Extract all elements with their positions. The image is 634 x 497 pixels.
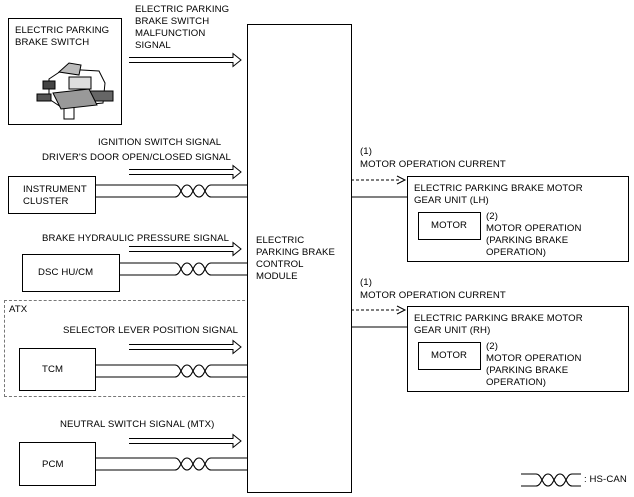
lh-num1: (1) [360,146,373,157]
tcm-label: TCM [42,364,64,375]
parking-brake-switch-box: ELECTRIC PARKING BRAKE SWITCH [8,18,122,125]
neutral-signal-label: NEUTRAL SWITCH SIGNAL (MTX) [60,419,215,430]
lh-operation-label: MOTOR OPERATION (PARKING BRAKE OPERATION… [486,223,582,258]
lh-gear-unit-label: ELECTRIC PARKING BRAKE MOTOR GEAR UNIT (… [414,183,583,206]
selector-signal-label: SELECTOR LEVER POSITION SIGNAL [63,325,239,336]
lh-motor-box: MOTOR [418,212,481,240]
rh-operation-label: MOTOR OPERATION (PARKING BRAKE OPERATION… [486,353,582,388]
brake-pressure-signal-label: BRAKE HYDRAULIC PRESSURE SIGNAL [42,233,230,244]
rh-gear-unit-box: ELECTRIC PARKING BRAKE MOTOR GEAR UNIT (… [407,306,629,392]
lh-gear-unit-box: ELECTRIC PARKING BRAKE MOTOR GEAR UNIT (… [407,176,629,262]
rh-num2: (2) [486,341,499,352]
lh-num2: (2) [486,211,499,222]
control-module-label: ELECTRIC PARKING BRAKE CONTROL MODULE [256,235,335,282]
rh-motor-label: MOTOR [431,350,468,361]
rh-motor-box: MOTOR [418,342,481,370]
pcm-box: PCM [19,442,96,486]
instrument-cluster-label: INSTRUMENT CLUSTER [23,184,87,207]
rh-current-label: MOTOR OPERATION CURRENT [360,290,506,301]
dsc-box: DSC HU/CM [22,254,120,292]
lh-current-label: MOTOR OPERATION CURRENT [360,159,506,170]
tcm-box: TCM [19,348,96,391]
hs-can-legend-label: : HS-CAN [584,474,627,485]
pcm-label: PCM [42,459,64,470]
switch-box-label: ELECTRIC PARKING BRAKE SWITCH [15,25,110,48]
door-signal-label: DRIVER'S DOOR OPEN/CLOSED SIGNAL [42,152,231,163]
dsc-label: DSC HU/CM [38,267,94,278]
ignition-signal-label: IGNITION SWITCH SIGNAL [98,137,222,148]
instrument-cluster-box: INSTRUMENT CLUSTER [8,176,96,214]
atx-label: ATX [9,304,28,315]
lh-motor-label: MOTOR [431,220,468,231]
rh-num1: (1) [360,277,373,288]
parking-brake-switch-illustration [36,62,114,120]
control-module-box: ELECTRIC PARKING BRAKE CONTROL MODULE [247,24,352,493]
switch-malfunction-signal-label: ELECTRIC PARKING BRAKE SWITCH MALFUNCTIO… [135,4,230,51]
rh-gear-unit-label: ELECTRIC PARKING BRAKE MOTOR GEAR UNIT (… [414,313,583,336]
